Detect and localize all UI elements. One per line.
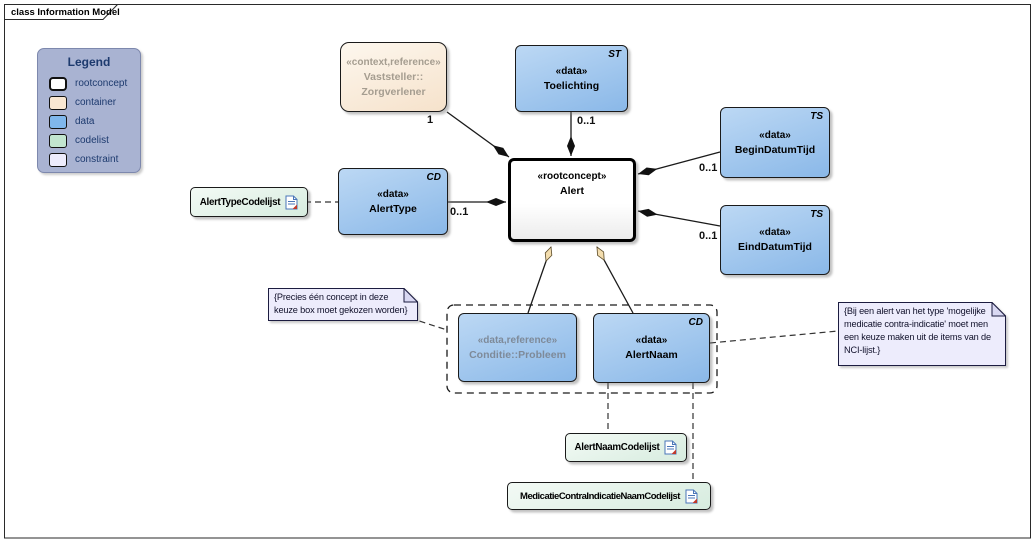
node-einddatumtijd[interactable]: TS «data» EindDatumTijd bbox=[720, 205, 830, 275]
multiplicity-einddatumtijd: 0..1 bbox=[699, 230, 718, 242]
legend: Legend rootconcept container data codeli… bbox=[37, 48, 141, 173]
document-icon bbox=[664, 440, 677, 455]
note-text: {Bij een alert van het type 'mogelijke m… bbox=[844, 306, 991, 355]
stereotype-label: «rootconcept» bbox=[537, 171, 607, 182]
data-swatch bbox=[49, 114, 67, 129]
legend-item-constraint: constraint bbox=[49, 152, 140, 167]
stereotype-label: «data» bbox=[759, 227, 791, 238]
connector-vaststeller-alert bbox=[446, 111, 510, 158]
legend-item-label: container bbox=[75, 97, 117, 108]
node-conditie-probleem[interactable]: «data,reference» Conditie::Probleem bbox=[458, 313, 577, 382]
title-tab bbox=[5, 4, 118, 20]
codelist-alertnaamcodelijst[interactable]: AlertNaamCodelijst bbox=[565, 433, 687, 462]
link-nci-note bbox=[709, 330, 839, 344]
note-shape bbox=[838, 302, 1006, 366]
node-name: Vaststeller:: bbox=[363, 70, 424, 83]
node-name: AlertType bbox=[369, 202, 417, 215]
node-toelichting[interactable]: ST «data» Toelichting bbox=[515, 45, 628, 112]
note-shape bbox=[268, 288, 418, 321]
codelist-medicatiecontraindicatienaamcodelijst[interactable]: MedicatieContraIndicatieNaamCodelijst bbox=[507, 482, 711, 510]
legend-title: Legend bbox=[67, 55, 111, 69]
type-tag: TS bbox=[810, 209, 823, 220]
node-alert[interactable]: «rootconcept» Alert bbox=[508, 158, 636, 242]
legend-item-container: container bbox=[49, 95, 140, 110]
codelist-alerttypecodelijst[interactable]: AlertTypeCodelijst bbox=[190, 187, 308, 217]
stereotype-label: «data» bbox=[635, 335, 668, 346]
node-alertnaam[interactable]: CD «data» AlertNaam bbox=[593, 313, 710, 383]
multiplicity-vaststeller: 1 bbox=[427, 114, 434, 126]
multiplicity-toelichting: 0..1 bbox=[577, 115, 596, 127]
type-tag: CD bbox=[426, 172, 441, 183]
legend-item-label: rootconcept bbox=[75, 78, 128, 89]
choice-box bbox=[446, 304, 718, 394]
connector-begindatumtijd-alert bbox=[637, 151, 721, 176]
type-tag: TS bbox=[810, 111, 823, 122]
multiplicity-alerttype: 0..1 bbox=[450, 206, 469, 218]
stereotype-label: «data,reference» bbox=[477, 334, 558, 346]
connector-alertnaam-alert bbox=[596, 246, 634, 314]
stereotype-label: «context,reference» bbox=[346, 56, 441, 68]
legend-item-label: codelist bbox=[75, 135, 109, 146]
node-name: AlertNaam bbox=[625, 349, 678, 361]
codelist-label: MedicatieContraIndicatieNaamCodelijst bbox=[520, 490, 680, 502]
node-name: Conditie::Probleem bbox=[469, 348, 566, 361]
legend-item-label: constraint bbox=[75, 154, 119, 165]
node-name: Zorgverlener bbox=[361, 85, 426, 98]
node-alerttype[interactable]: CD «data» AlertType bbox=[338, 168, 448, 235]
diagram-title: class Information Model bbox=[11, 7, 120, 18]
type-tag: ST bbox=[608, 49, 621, 60]
node-name: EindDatumTijd bbox=[738, 241, 812, 253]
rootconcept-swatch bbox=[49, 76, 67, 91]
constraint-swatch bbox=[49, 152, 67, 167]
note-nci-constraint[interactable]: {Bij een alert van het type 'mogelijke m… bbox=[838, 302, 1006, 366]
stereotype-label: «data» bbox=[759, 129, 791, 141]
type-tag: CD bbox=[688, 317, 703, 328]
node-name: BeginDatumTijd bbox=[734, 143, 816, 156]
legend-item-rootconcept: rootconcept bbox=[49, 76, 140, 91]
connector-conditie-alert bbox=[527, 246, 553, 314]
node-name: Toelichting bbox=[543, 79, 600, 92]
document-icon bbox=[285, 195, 298, 209]
note-text: {Precies één concept in deze keuze box m… bbox=[274, 292, 408, 315]
legend-item-label: data bbox=[75, 116, 95, 127]
note-keuze-constraint[interactable]: {Precies één concept in deze keuze box m… bbox=[268, 288, 418, 321]
link-keuze-note bbox=[409, 317, 448, 331]
codelist-label: AlertTypeCodelijst bbox=[199, 196, 281, 208]
stereotype-label: «data» bbox=[377, 188, 409, 200]
legend-item-codelist: codelist bbox=[49, 133, 140, 148]
stereotype-label: «data» bbox=[555, 65, 588, 77]
diagram-frame bbox=[4, 4, 1031, 539]
codelist-swatch bbox=[49, 133, 67, 148]
node-vaststeller-zorgverlener[interactable]: «context,reference» Vaststeller:: Zorgve… bbox=[340, 42, 447, 112]
legend-item-data: data bbox=[49, 114, 140, 129]
container-swatch bbox=[49, 95, 67, 110]
node-name: Alert bbox=[560, 185, 584, 197]
node-begindatumtijd[interactable]: TS «data» BeginDatumTijd bbox=[720, 107, 830, 178]
multiplicity-begindatumtijd: 0..1 bbox=[699, 162, 718, 174]
connector-einddatumtijd-alert bbox=[637, 208, 721, 227]
document-icon bbox=[685, 489, 698, 503]
codelist-label: AlertNaamCodelijst bbox=[574, 442, 660, 453]
